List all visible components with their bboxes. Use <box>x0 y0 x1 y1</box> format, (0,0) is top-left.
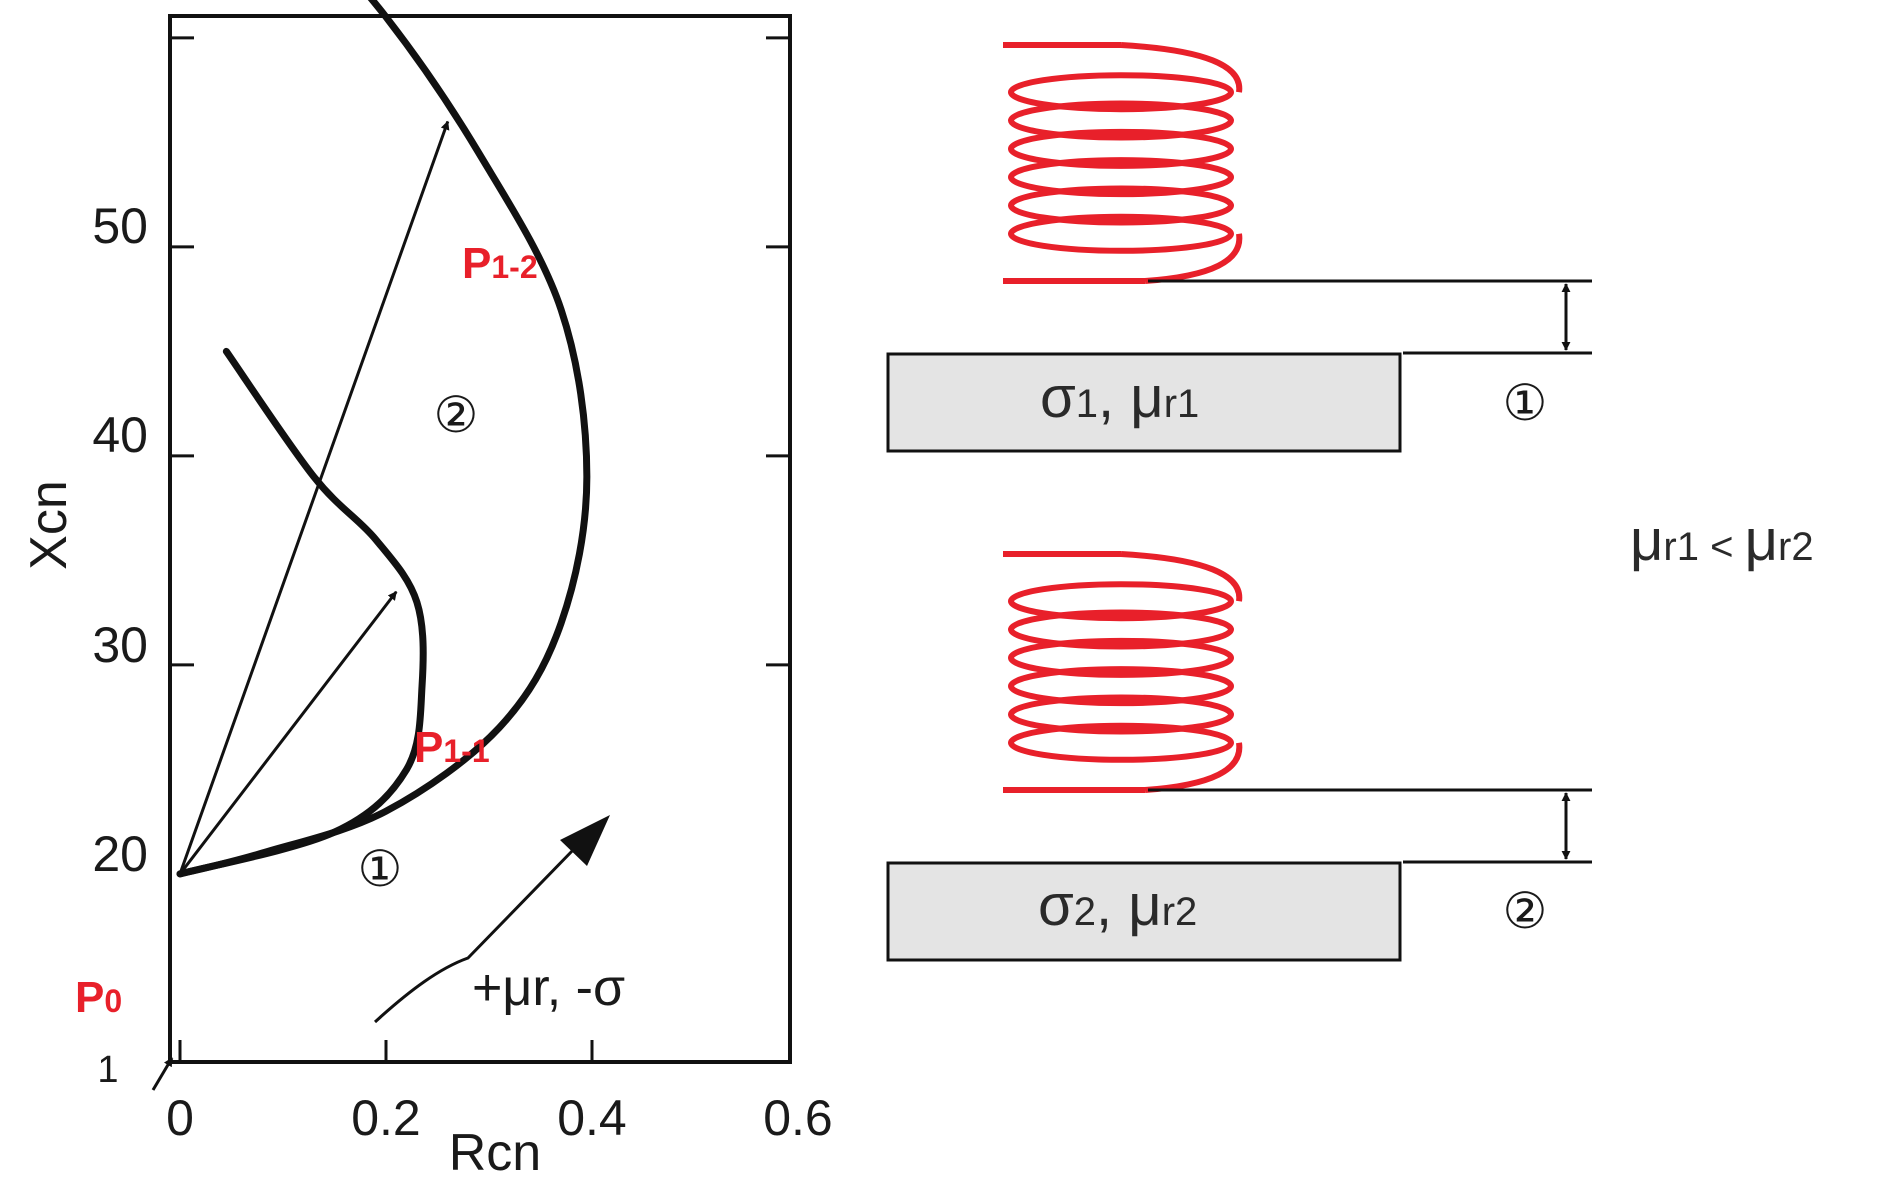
vector-marker-2: ② <box>434 387 479 443</box>
y-tick-label-50: 50 <box>92 198 148 254</box>
point-label-p0: P0 <box>75 973 122 1022</box>
specimen-2-label: σ2, μr2 <box>1038 873 1197 938</box>
y-tick-label-40: 40 <box>92 407 148 463</box>
x-tick-label-0-6: 0.6 <box>763 1090 833 1146</box>
point-label-p1-2: P1-2 <box>462 239 538 288</box>
coil-turn-6 <box>1008 213 1234 254</box>
impedance-curve-2 <box>176 0 591 878</box>
y-tick-label-1: 1 <box>97 1049 118 1091</box>
coil-turn-4 <box>1008 157 1234 198</box>
specimen-marker-2: ② <box>1503 883 1548 939</box>
origin-arrow <box>151 1057 174 1091</box>
impedance-vector-2 <box>178 120 450 875</box>
trend-arrow-head <box>560 815 610 866</box>
impedance-curve-1 <box>176 347 427 878</box>
coil-wire-end <box>1144 233 1243 284</box>
vector-marker-1: ① <box>358 841 403 897</box>
coil-turn-3 <box>1008 128 1234 169</box>
specimen-1 <box>886 352 1402 453</box>
coil-turn-4 <box>1008 666 1234 707</box>
coil-wire-end <box>1144 742 1243 793</box>
coil-wire-start <box>1120 42 1243 93</box>
x-axis-label: Rcn <box>449 1124 541 1182</box>
y-axis-label: Xcn <box>20 480 78 570</box>
y-tick-label-20: 20 <box>92 826 148 882</box>
coil-turn-3 <box>1008 637 1234 678</box>
x-tick-label-0: 0 <box>166 1090 194 1146</box>
coil-2 <box>1003 551 1243 793</box>
coil-1 <box>1003 42 1243 284</box>
specimen-marker-1: ① <box>1503 375 1548 431</box>
trend-annotation: +μr, -σ <box>472 959 625 1017</box>
specimen-1-label: σ1, μr1 <box>1040 365 1199 430</box>
coil-turn-1 <box>1008 72 1234 113</box>
permeability-relation: μr1 < μr2 <box>1630 508 1814 573</box>
coil-turn-2 <box>1008 609 1234 650</box>
coil-turn-6 <box>1008 722 1234 763</box>
coil-turn-5 <box>1008 694 1234 735</box>
plot-frame <box>168 14 792 1064</box>
curves-group <box>176 0 591 878</box>
point-label-p1-1: P1-1 <box>414 723 490 772</box>
impedance-vector-1 <box>178 590 398 875</box>
x-tick-label-0-2: 0.2 <box>351 1090 421 1146</box>
y-tick-label-30: 30 <box>92 617 148 673</box>
coil-wire-start <box>1120 551 1243 602</box>
specimen-2 <box>886 861 1402 962</box>
vectors-group <box>178 120 450 875</box>
impedance-plot: 0 0.2 0.4 0.6 1 20 30 40 50 Rcn Xcn P0 P… <box>20 0 833 1182</box>
coil-turn-5 <box>1008 185 1234 226</box>
coil-specimen-diagram: σ1, μr1 ① σ2, μr2 ② μr1 < μr2 <box>886 42 1814 962</box>
axis-ticks <box>170 36 790 1062</box>
coil-turn-2 <box>1008 100 1234 141</box>
coil-turn-1 <box>1008 581 1234 622</box>
trend-arrow-shaft <box>373 846 577 1024</box>
x-tick-label-0-4: 0.4 <box>557 1090 627 1146</box>
